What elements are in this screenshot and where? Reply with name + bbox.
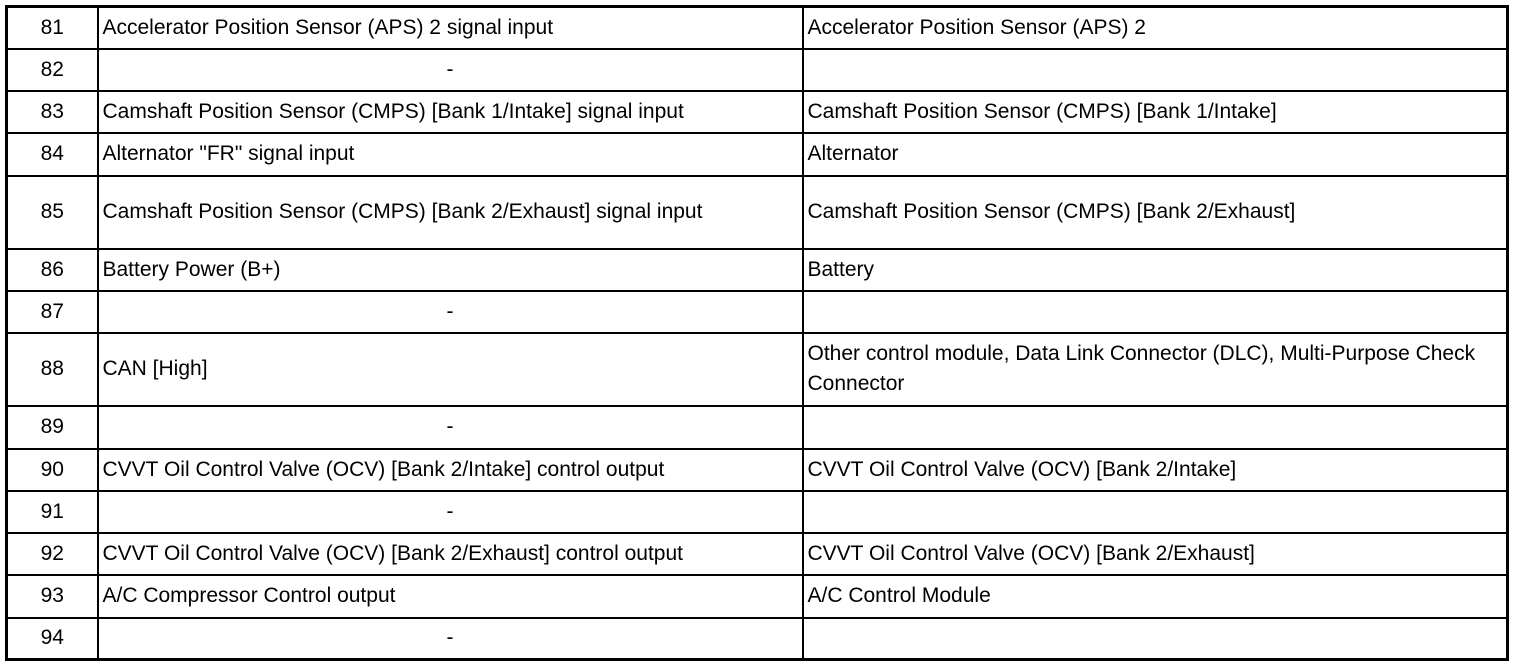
pin-number: 82 — [5, 47, 99, 92]
table-row: 87 - — [5, 289, 1509, 334]
pin-function: - — [96, 489, 804, 534]
table-row: 89 - — [5, 404, 1509, 450]
pin-connection — [801, 47, 1509, 92]
pin-number: 84 — [5, 131, 99, 177]
pin-table-body: 81 Accelerator Position Sensor (APS) 2 s… — [5, 5, 1509, 661]
pin-number: 92 — [5, 531, 99, 576]
pin-function: Alternator "FR" signal input — [96, 131, 804, 177]
table-row: 92 CVVT Oil Control Valve (OCV) [Bank 2/… — [5, 531, 1509, 576]
pin-function: Camshaft Position Sensor (CMPS) [Bank 2/… — [96, 174, 804, 250]
pin-function: A/C Compressor Control output — [96, 573, 804, 619]
table-row: 93 A/C Compressor Control output A/C Con… — [5, 573, 1509, 619]
pin-function: - — [96, 616, 804, 661]
pin-number: 90 — [5, 447, 99, 492]
pin-connection: Other control module, Data Link Connecto… — [801, 331, 1509, 407]
table-row: 84 Alternator "FR" signal input Alternat… — [5, 131, 1509, 177]
pin-function: Battery Power (B+) — [96, 247, 804, 292]
pin-function: CVVT Oil Control Valve (OCV) [Bank 2/Int… — [96, 447, 804, 492]
pin-connection: CVVT Oil Control Valve (OCV) [Bank 2/Int… — [801, 447, 1509, 492]
pin-connection: Alternator — [801, 131, 1509, 177]
table-row: 86 Battery Power (B+) Battery — [5, 247, 1509, 292]
pin-number: 85 — [5, 174, 99, 250]
pin-function: CAN [High] — [96, 331, 804, 407]
pin-number: 93 — [5, 573, 99, 619]
table-row: 83 Camshaft Position Sensor (CMPS) [Bank… — [5, 89, 1509, 134]
table-row: 81 Accelerator Position Sensor (APS) 2 s… — [5, 5, 1509, 50]
pin-function: - — [96, 47, 804, 92]
pin-connection: Camshaft Position Sensor (CMPS) [Bank 2/… — [801, 174, 1509, 250]
pin-function: - — [96, 404, 804, 450]
pin-connection — [801, 616, 1509, 661]
pin-connection: Camshaft Position Sensor (CMPS) [Bank 1/… — [801, 89, 1509, 134]
pin-function: CVVT Oil Control Valve (OCV) [Bank 2/Exh… — [96, 531, 804, 576]
pin-connection: Accelerator Position Sensor (APS) 2 — [801, 5, 1509, 50]
pin-number: 86 — [5, 247, 99, 292]
pin-number: 91 — [5, 489, 99, 534]
pin-description-table: 81 Accelerator Position Sensor (APS) 2 s… — [5, 5, 1509, 661]
pin-number: 89 — [5, 404, 99, 450]
table-row: 88 CAN [High] Other control module, Data… — [5, 331, 1509, 407]
table-row: 94 - — [5, 616, 1509, 661]
pin-number: 88 — [5, 331, 99, 407]
pin-connection: Battery — [801, 247, 1509, 292]
pin-number: 94 — [5, 616, 99, 661]
pin-connection — [801, 489, 1509, 534]
pin-number: 83 — [5, 89, 99, 134]
pin-number: 87 — [5, 289, 99, 334]
table-row: 90 CVVT Oil Control Valve (OCV) [Bank 2/… — [5, 447, 1509, 492]
pin-connection — [801, 404, 1509, 450]
table-row: 91 - — [5, 489, 1509, 534]
table-row: 85 Camshaft Position Sensor (CMPS) [Bank… — [5, 174, 1509, 250]
pin-function: Accelerator Position Sensor (APS) 2 sign… — [96, 5, 804, 50]
pin-connection: CVVT Oil Control Valve (OCV) [Bank 2/Exh… — [801, 531, 1509, 576]
pin-number: 81 — [5, 5, 99, 50]
pin-function: - — [96, 289, 804, 334]
pin-connection — [801, 289, 1509, 334]
table-row: 82 - — [5, 47, 1509, 92]
pin-connection: A/C Control Module — [801, 573, 1509, 619]
pin-function: Camshaft Position Sensor (CMPS) [Bank 1/… — [96, 89, 804, 134]
